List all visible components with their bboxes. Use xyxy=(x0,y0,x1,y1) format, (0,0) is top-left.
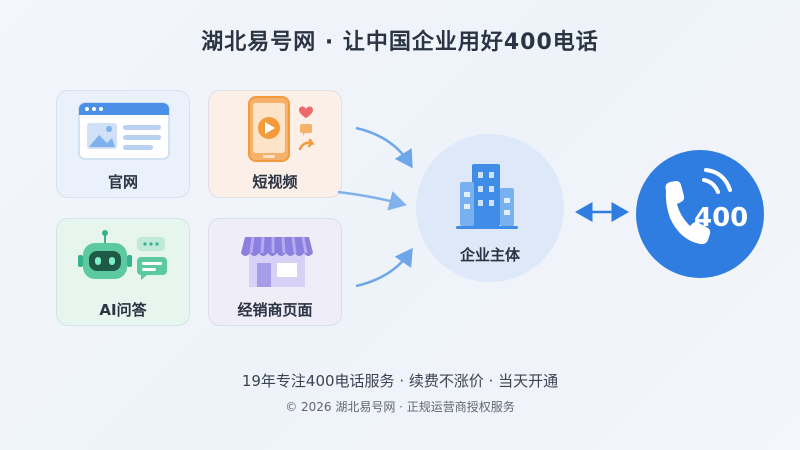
storefront-icon xyxy=(241,236,313,287)
arrow-shop-to-hub xyxy=(355,247,413,288)
channel-card-website: 官网 xyxy=(56,90,190,198)
footer-copyright: © 2026 湖北易号网 · 正规运营商授权服务 xyxy=(285,400,515,414)
phone-400-circle: 400 xyxy=(636,150,764,278)
arrow-web-to-hub xyxy=(337,190,407,211)
phone-icon xyxy=(665,168,732,245)
short-video-icon xyxy=(248,96,315,162)
channel-label-dealer-page: 经销商页面 xyxy=(237,301,313,319)
channel-card-ai-qa: AI问答 xyxy=(56,218,190,326)
ai-robot-icon xyxy=(78,230,167,280)
page-title: 湖北易号网 · 让中国企业用好400电话 xyxy=(201,30,599,55)
website-icon xyxy=(78,102,170,160)
arrow-video-to-hub xyxy=(355,126,413,169)
channel-label-short-video: 短视频 xyxy=(252,173,298,191)
footer-tagline: 19年专注400电话服务 · 续费不涨价 · 当天开通 xyxy=(241,372,559,390)
channel-label-ai-qa: AI问答 xyxy=(99,301,147,319)
building-icon xyxy=(456,164,518,229)
channel-card-short-video: 短视频 xyxy=(208,90,342,198)
hub-label: 企业主体 xyxy=(459,246,520,264)
channel-card-dealer-page: 经销商页面 xyxy=(208,218,342,326)
channel-label-website: 官网 xyxy=(107,173,138,191)
enterprise-hub: 企业主体 xyxy=(416,134,564,282)
phone-number-label: 400 xyxy=(694,203,749,233)
